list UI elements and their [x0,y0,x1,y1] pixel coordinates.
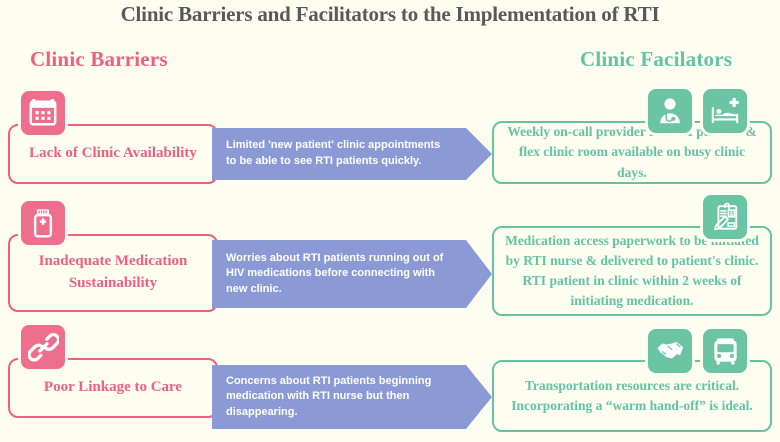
facilitator-line: Transportation resources are critical. [524,377,740,393]
arrow-line: Limited 'new patient' clinic appointment… [226,139,441,152]
facilitator-line: flex clinic room available on busy clini… [518,144,746,180]
facilitator-line: Incorporating a “warm hand-off” is ideal… [511,398,753,413]
arrow-line: HIV medications before connecting with [226,267,436,280]
doctor-icon [645,86,695,136]
handshake-icon [645,326,695,376]
barrier-label: Poor Linkage to Care [43,379,183,396]
barrier-detail-arrow: Limited 'new patient' clinic appointment… [212,128,492,180]
row-poor-linkage-to-care: Poor Linkage to Care Concerns about RTI … [0,322,780,442]
facilitator-label: Medication access paperwork to be initia… [495,231,769,312]
arrow-line: to be able to see RTI patients quickly. [226,155,422,167]
facilitator-line: initiating medication. [570,293,694,309]
barrier-detail-arrow: Concerns about RTI patients beginning me… [212,365,492,429]
row-lack-of-clinic-availability: Lack of Clinic Availability [0,86,780,196]
arrow-line: disappearing. [226,405,298,418]
bus-icon [700,326,750,376]
facilitator-card: Transportation resources are critical. I… [492,360,772,432]
hospital-bed-icon [700,86,750,136]
arrow-line: Worries about RTI patients running out o… [226,251,444,264]
arrow-line: new clinic. [226,282,282,295]
barrier-detail-arrow: Worries about RTI patients running out o… [212,240,492,308]
facilitator-line: RTI patient in clinic within 2 weeks of [522,273,742,288]
column-heading-barriers: Clinic Barriers [30,47,168,71]
row-inadequate-medication-sustainability: Inadequate Medication Sustainability Wor… [0,192,780,322]
facilitator-label: Transportation resources are critical. I… [501,376,763,417]
calendar-icon [18,88,68,138]
barrier-label: Lack of Clinic Availability [29,145,197,162]
barrier-label: Inadequate Medication Sustainability [38,253,188,291]
pill-bottle-icon [18,198,68,248]
barrier-card: Lack of Clinic Availability [8,124,218,184]
paperwork-icon [700,192,750,242]
facilitator-line: Medication access paperwork to be initia… [505,232,759,248]
column-heading-facilitators: Clinic Facilators [580,47,733,71]
arrow-line: medication with RTI nurse but then [226,390,410,403]
facilitator-line: by RTI nurse & delivered to patient's cl… [505,252,759,268]
page-title: Clinic Barriers and Facilitators to the … [120,2,660,26]
arrow-line: Concerns about RTI patients beginning [226,374,432,387]
chain-link-icon [18,322,68,372]
